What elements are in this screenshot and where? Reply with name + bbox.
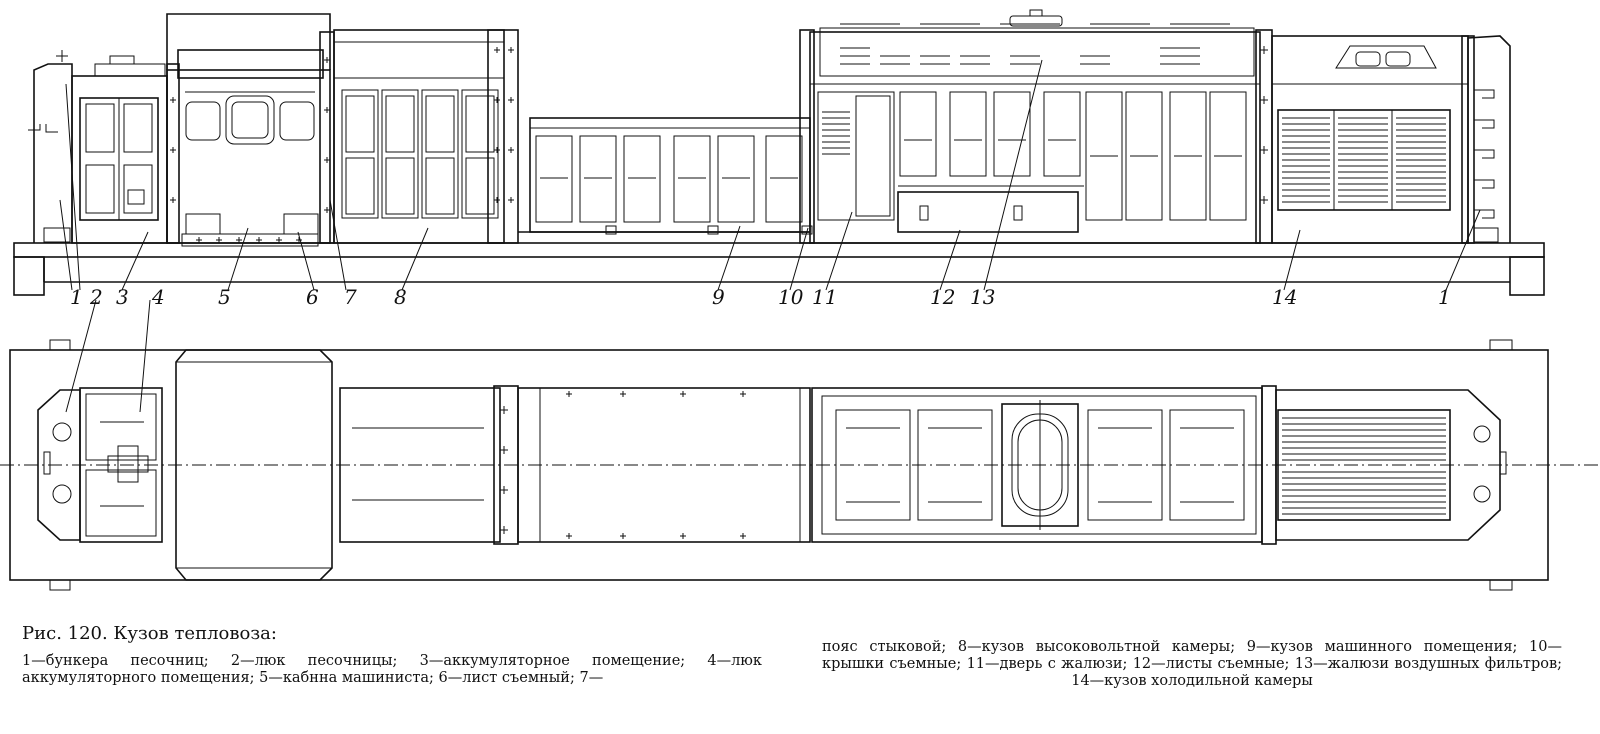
callout-4: 4 <box>151 285 165 309</box>
side-view: 1 2 3 5 6 7 8 9 10 11 12 13 14 1 <box>13 9 1545 309</box>
legend-right-column: пояс стыковой; 8—кузов высоковольтной ка… <box>822 639 1562 689</box>
top-leader-lines <box>65 299 151 413</box>
callout-8: 8 <box>394 285 407 309</box>
callout-3: 3 <box>116 285 129 309</box>
machine-room <box>518 117 813 235</box>
callout-7: 7 <box>344 285 357 309</box>
cooling-chamber <box>1255 29 1511 244</box>
callout-2: 2 <box>89 285 103 309</box>
callout-10: 10 <box>778 285 804 309</box>
locomotive-body-drawing: 1 2 3 5 6 7 8 9 10 11 12 13 14 1 <box>0 9 1600 591</box>
callout-1-right: 1 <box>1438 285 1451 309</box>
cab <box>166 13 331 247</box>
frame-top-rail <box>13 242 1545 258</box>
central-roof <box>811 387 1263 543</box>
frame-left-end <box>13 256 45 296</box>
figure-title: Рис. 120. Кузов тепловоза: <box>22 623 277 644</box>
side-leader-lines <box>59 59 1481 291</box>
high-voltage-chamber <box>333 29 519 244</box>
callout-14: 14 <box>1272 285 1297 309</box>
callout-13: 13 <box>970 285 995 309</box>
battery-compartment <box>71 55 168 244</box>
callout-9: 9 <box>712 285 725 309</box>
callout-1-left: 1 <box>70 285 83 309</box>
legend-left-column: 1—бункера песочниц; 2—люк песочницы; 3—а… <box>22 653 762 686</box>
machine-room-roof <box>517 387 811 543</box>
cooling-grille <box>1277 409 1451 521</box>
cooling-roof <box>1275 389 1501 541</box>
central-body <box>799 9 1261 244</box>
sand-bunker-left <box>28 50 73 243</box>
battery-hatch <box>79 387 163 543</box>
callout-11: 11 <box>812 285 837 309</box>
callout-12: 12 <box>930 285 955 309</box>
hv-roof <box>339 387 501 543</box>
callout-6: 6 <box>306 285 319 309</box>
top-view: 4 <box>0 285 1600 591</box>
callout-5: 5 <box>218 285 231 309</box>
frame-right-end <box>1509 256 1545 296</box>
